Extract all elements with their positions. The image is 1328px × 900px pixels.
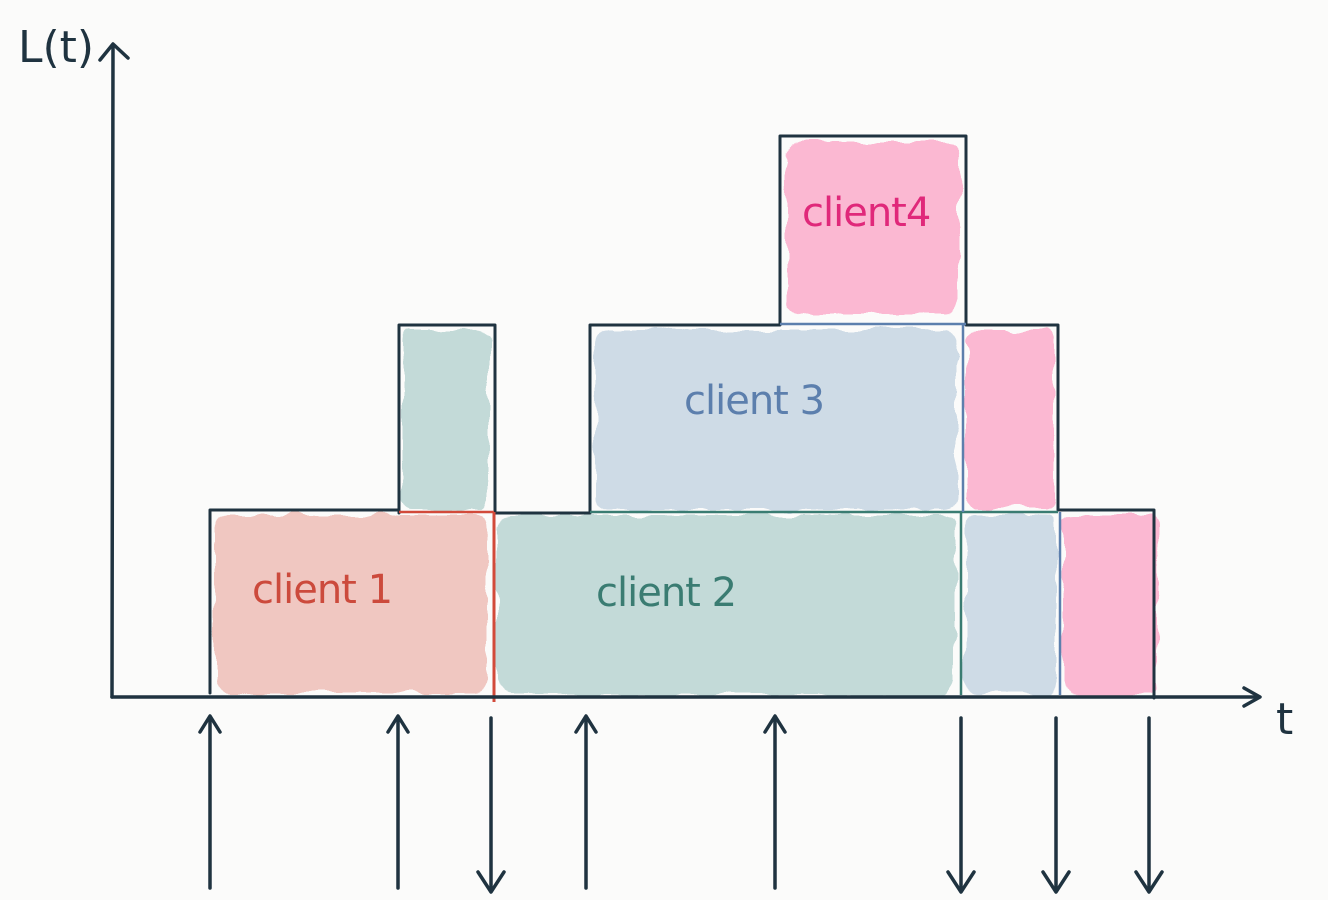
client-2-fill: [497, 515, 955, 695]
client-4-fill-lower: [1064, 515, 1158, 695]
client-3-label: client 3: [684, 378, 824, 424]
axes: [98, 42, 1262, 708]
arrival-arrow: [386, 714, 410, 890]
x-axis-arrowhead: [1242, 686, 1262, 708]
event-arrows: [198, 714, 1164, 894]
client-4-fill: [786, 142, 960, 314]
client-4-label: client4: [802, 190, 930, 236]
departure-arrow: [1134, 716, 1164, 894]
departure-arrow: [1041, 716, 1071, 894]
arrival-arrow: [574, 714, 598, 890]
client-3-fill: [595, 330, 957, 510]
client-2-fill-upper: [403, 330, 489, 510]
load-step-outline: [208, 134, 1156, 700]
client-1-label: client 1: [252, 567, 392, 613]
arrival-arrow: [198, 714, 222, 890]
arrival-arrow: [763, 714, 787, 890]
x-axis-label: t: [1276, 694, 1293, 745]
client-4-fill-mid: [966, 330, 1054, 508]
separator-lines: [399, 322, 1062, 702]
client-2-label: client 2: [596, 570, 736, 616]
y-axis: [110, 44, 115, 699]
client-1-fill: [215, 515, 487, 693]
departure-arrow: [476, 716, 506, 894]
client-3-fill-lower: [966, 515, 1056, 693]
y-axis-arrowhead: [98, 42, 130, 62]
fill-layer: [215, 142, 1158, 695]
departure-arrow: [946, 716, 976, 894]
y-axis-label: L(t): [18, 22, 94, 73]
